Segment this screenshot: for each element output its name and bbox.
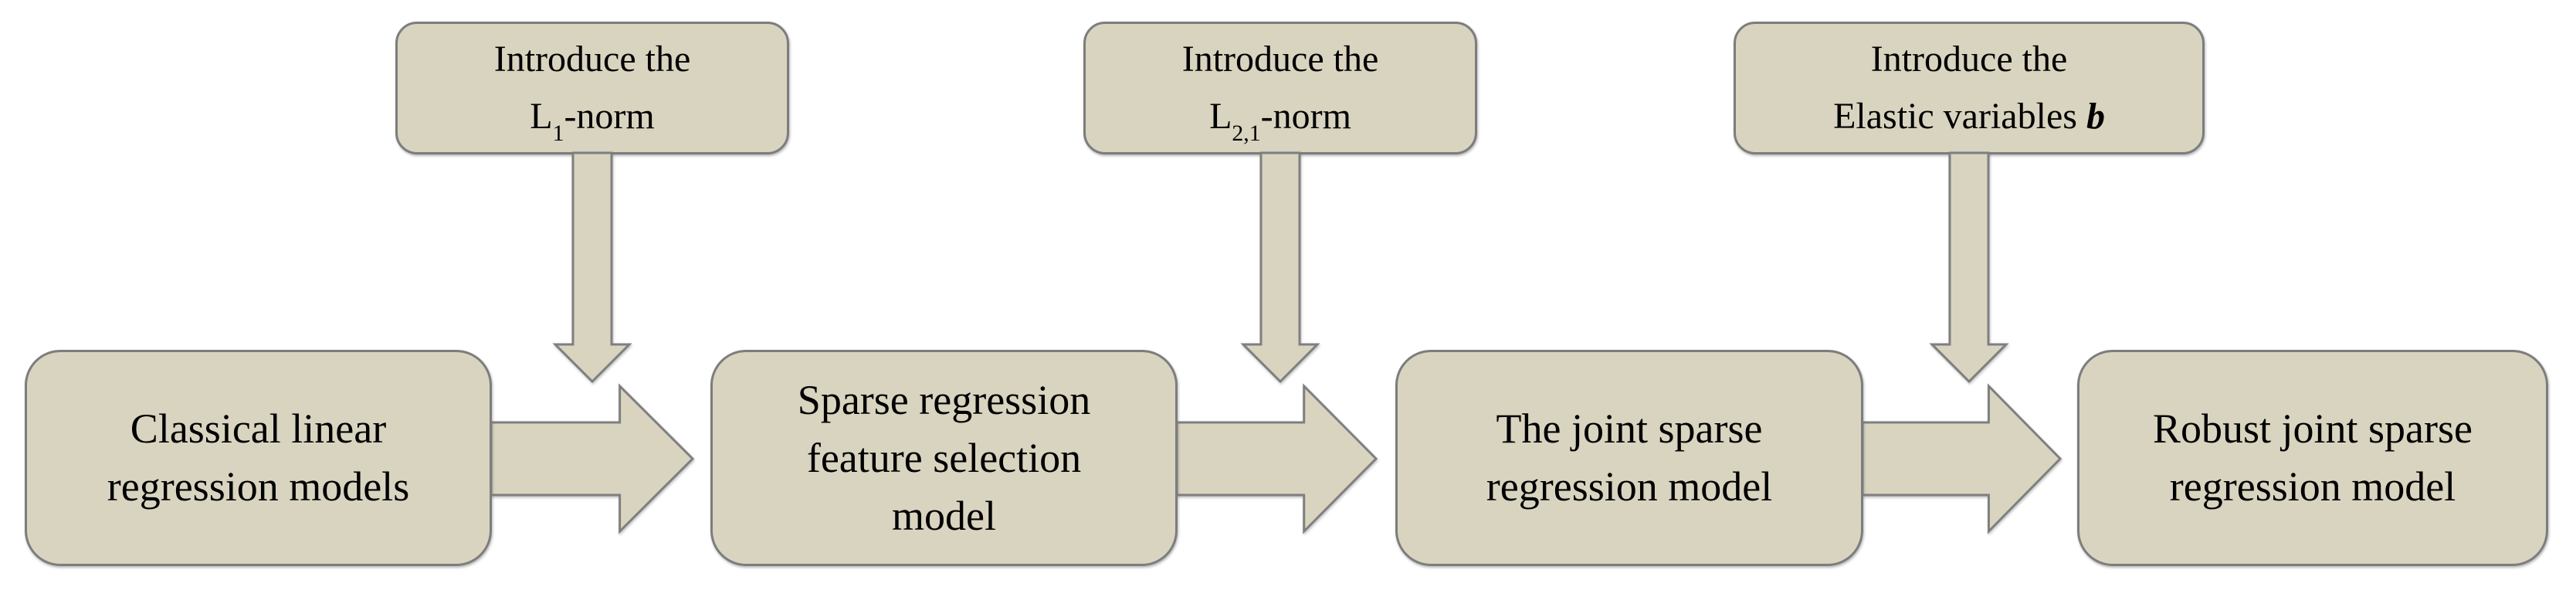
main-box-sparse-regression-feature-selection: Sparse regression feature selection mode… bbox=[710, 350, 1178, 566]
arrow-right-shape bbox=[490, 383, 695, 534]
arrow-down-shape bbox=[1240, 151, 1320, 384]
top-box-2-formula: L2,1-norm bbox=[1209, 88, 1351, 145]
arrow-right-icon bbox=[1175, 383, 1378, 534]
main-box-3-line2: regression model bbox=[1486, 463, 1773, 510]
main-box-1-line2: regression models bbox=[107, 463, 410, 510]
formula-suffix: -norm bbox=[564, 96, 655, 137]
arrow-right-shape bbox=[1175, 383, 1378, 534]
formula-subscript: 2,1 bbox=[1232, 120, 1261, 146]
arrow-down-icon bbox=[1929, 151, 2009, 384]
main-box-1-line1: Classical linear bbox=[130, 405, 387, 452]
arrow-down-shape bbox=[552, 151, 632, 384]
main-box-4-line2: regression model bbox=[2169, 463, 2456, 510]
line2-text: Elastic variables bbox=[1833, 96, 2086, 137]
main-box-4-line1: Robust joint sparse bbox=[2153, 405, 2473, 452]
main-box-2-line3: model bbox=[892, 492, 996, 539]
top-box-3-line1: Introduce the bbox=[1870, 39, 2068, 80]
main-box-3-line1: The joint sparse bbox=[1496, 405, 1763, 452]
arrow-right-shape bbox=[1861, 383, 2062, 534]
main-box-2-line2: feature selection bbox=[806, 434, 1082, 481]
arrow-right-icon bbox=[1861, 383, 2062, 534]
top-box-1-line1: Introduce the bbox=[493, 39, 691, 80]
arrow-right-icon bbox=[490, 383, 695, 534]
top-box-3-line2: Elastic variables b bbox=[1833, 88, 2105, 145]
formula-base: L bbox=[530, 96, 553, 137]
arrow-down-shape bbox=[1929, 151, 2009, 384]
formula-subscript: 1 bbox=[552, 120, 564, 146]
formula-suffix: -norm bbox=[1260, 96, 1351, 137]
formula-base: L bbox=[1209, 96, 1232, 137]
arrow-down-icon bbox=[1240, 151, 1320, 384]
elastic-variable-symbol: b bbox=[2086, 96, 2105, 137]
top-box-1-formula: L1-norm bbox=[530, 88, 655, 145]
main-box-2-line1: Sparse regression bbox=[797, 376, 1091, 423]
main-box-classical-linear-regression: Classical linear regression models bbox=[25, 350, 492, 566]
top-box-introduce-l21-norm: Introduce the L2,1-norm bbox=[1083, 22, 1477, 154]
main-box-joint-sparse-regression: The joint sparse regression model bbox=[1395, 350, 1863, 566]
main-box-robust-joint-sparse-regression: Robust joint sparse regression model bbox=[2077, 350, 2548, 566]
top-box-introduce-l1-norm: Introduce the L1-norm bbox=[395, 22, 789, 154]
top-box-introduce-elastic-variables: Introduce the Elastic variables b bbox=[1734, 22, 2205, 154]
top-box-2-line1: Introduce the bbox=[1181, 39, 1379, 80]
arrow-down-icon bbox=[552, 151, 632, 384]
